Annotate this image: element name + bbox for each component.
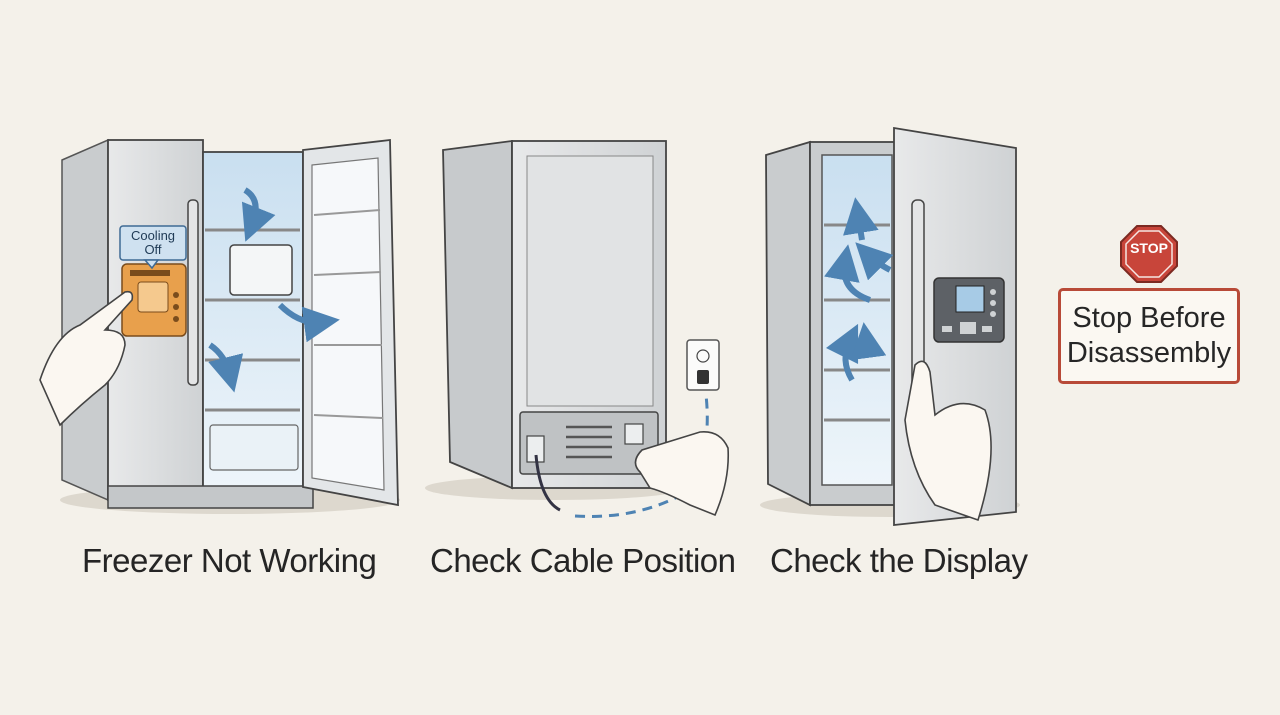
fridge-back-illustration (425, 139, 730, 518)
warning-line-2: Disassembly (1066, 337, 1232, 369)
power-outlet-icon (686, 339, 720, 391)
stop-before-disassembly-warning: Stop Before Disassembly (1058, 288, 1240, 384)
arrow-icon (277, 302, 340, 343)
fridge-open-illustration (39, 138, 400, 514)
caption-freezer-not-working: Freezer Not Working (82, 542, 377, 579)
hand-icon (634, 431, 730, 517)
caption-check-cable-position: Check Cable Position (430, 542, 736, 579)
arrow-icon (843, 197, 879, 241)
warning-line-1: Stop Before (1072, 302, 1226, 334)
hand-icon (904, 360, 992, 522)
cooling-off-label: Cooling Off (130, 228, 176, 257)
arrow-icon (241, 187, 276, 242)
stop-sign-icon (1120, 225, 1178, 283)
arrow-icon (208, 342, 244, 393)
arrow-icon (825, 323, 859, 382)
stop-sign-label: STOP (1130, 240, 1168, 256)
arrow-icon (855, 242, 894, 281)
control-panel-icon (933, 277, 1005, 343)
cooling-off-bubble (119, 225, 187, 270)
fridge-display-illustration (760, 126, 1020, 527)
arrow-icon (824, 244, 872, 303)
control-panel-icon (121, 263, 187, 337)
hand-icon (39, 290, 134, 427)
arrow-icon (850, 322, 887, 361)
caption-check-the-display: Check the Display (770, 542, 1028, 579)
